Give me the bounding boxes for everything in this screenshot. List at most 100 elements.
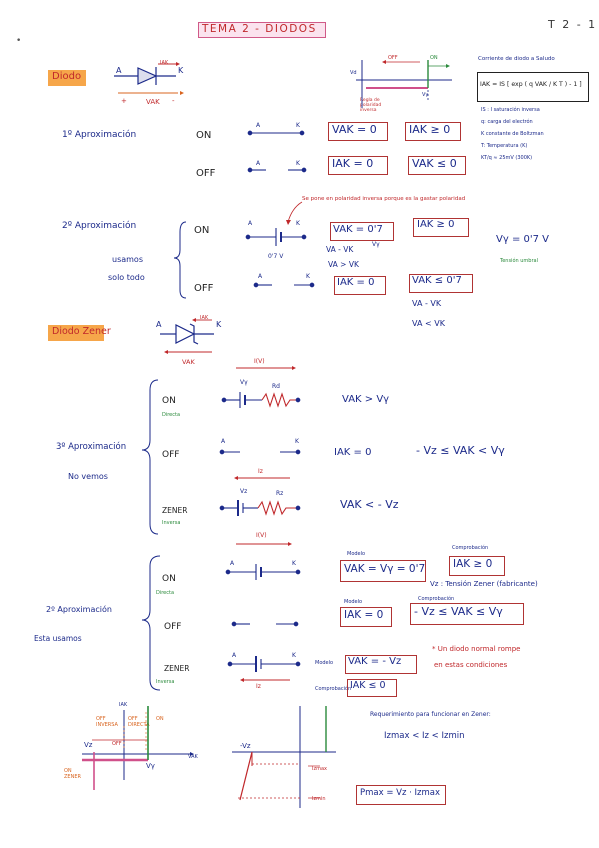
- aprox2z-usamos: Esta usamos: [34, 634, 82, 643]
- formula-note: q: carga del electrón: [481, 119, 533, 125]
- formula-box: [477, 72, 589, 102]
- aprox3-zener-eq: VAK < - Vz: [340, 498, 399, 511]
- aprox2-on-cathode: K: [296, 220, 300, 227]
- aprox2z-comprobacion-2: Comprobación: [418, 596, 455, 602]
- bottom-graph1-vak: VAK: [188, 754, 198, 760]
- bottom-graph1-vz: Vz: [84, 741, 93, 749]
- bottom-graph1-vy: Vγ: [146, 762, 155, 770]
- bottom-graph1: [82, 706, 194, 790]
- zener-highlight: [48, 325, 104, 341]
- zener-symbol: [160, 323, 214, 345]
- aprox2z-off-wire: [231, 621, 299, 627]
- aprox2z-brace: [141, 555, 161, 691]
- aprox2z-on-eq1: VAK = Vγ = 0'7: [344, 563, 426, 575]
- diodo-highlight: [48, 70, 86, 86]
- curve1-vy: Vγ: [422, 92, 429, 98]
- aprox3-on: ON: [162, 396, 176, 406]
- aprox3-inversa: Inversa: [162, 520, 181, 526]
- aprox2z-off-eq2: - Vz ≤ VAK ≤ Vγ: [414, 605, 503, 618]
- bullet-dot: •: [16, 36, 22, 46]
- aprox3-zener-circuit: [219, 500, 301, 516]
- aprox2z-on-box1: [340, 560, 426, 582]
- aprox2-brace: [173, 221, 187, 299]
- aprox2-off: OFF: [194, 283, 214, 294]
- aprox1-on-eq1: VAK = 0: [332, 123, 377, 136]
- bottom-req-title: Requerimiento para funcionar en Zener:: [370, 711, 491, 718]
- aprox2z-zener-circuit: [227, 656, 301, 672]
- diodo-cathode: K: [178, 66, 184, 75]
- aprox1-off-wire: [247, 167, 307, 173]
- aprox1-off-eq1: IAK = 0: [332, 157, 374, 170]
- aprox2z-on-anode: A: [230, 560, 235, 567]
- aprox3-rz: Rz: [276, 490, 284, 497]
- diodo-anode: A: [116, 66, 122, 75]
- aprox2-off-eq1: IAK = 0: [337, 277, 375, 288]
- page-title: TEMA 2 - DIODOS: [202, 23, 317, 35]
- bottom-off-inversa: OFF INVERSA: [96, 716, 118, 728]
- aprox3-no-vemos: No vemos: [68, 472, 108, 481]
- formula-note: IS : I saturación inversa: [481, 107, 540, 113]
- aprox1-label: 1º Aproximación: [62, 130, 137, 140]
- aprox2-on-vy: Vγ: [372, 241, 380, 248]
- aprox1-off: OFF: [196, 168, 216, 179]
- aprox3-off-eq1: IAK = 0: [334, 447, 372, 458]
- aprox2z-modelo-1: Modelo: [347, 551, 366, 557]
- aprox3-off: OFF: [162, 450, 180, 460]
- aprox2z-vz-note: Vz : Tensión Zener (fabricante): [430, 580, 538, 588]
- bottom-req-eq: Izmax < Iz < Izmin: [384, 731, 465, 741]
- bottom-graph1-iak: IAK: [119, 702, 128, 708]
- aprox3-zener: ZENER: [162, 506, 188, 515]
- aprox3-off-anode: A: [221, 438, 226, 445]
- formula-note: K constante de Boltzman: [481, 131, 544, 137]
- curve1-on: ON: [430, 55, 438, 61]
- bottom-on: ON: [156, 716, 164, 722]
- zener-cathode: K: [216, 320, 222, 329]
- diodo-current-label: IAK: [160, 60, 169, 66]
- aprox1-off-anode: A: [256, 160, 261, 167]
- svg-text:-: -: [172, 97, 175, 105]
- aprox2-on-anode: A: [248, 220, 253, 227]
- zener-heading: Diodo Zener: [52, 326, 111, 337]
- aprox2z-on-eq2: IAK ≥ 0: [453, 558, 493, 570]
- curve1-off: OFF: [388, 55, 398, 61]
- aprox3-iv: I(V): [254, 358, 265, 365]
- aprox1-on-anode: A: [256, 122, 261, 129]
- aprox3-on-eq: VAK > Vγ: [342, 394, 390, 405]
- aprox2z-comprobacion-3: Comprobación: [315, 686, 352, 692]
- aprox3-off-cathode: K: [295, 438, 299, 445]
- aprox2z-on-cathode: K: [292, 560, 296, 567]
- formula-equation: IAK = IS [ exp ( q VAK / K T ) - 1 ]: [480, 81, 582, 88]
- aprox2z-zener: ZENER: [164, 664, 190, 673]
- aprox2-on-eq1: VAK = 0'7: [333, 224, 383, 235]
- aprox1-on-wire: [247, 130, 305, 136]
- aprox2z-inversa: Inversa: [156, 679, 175, 685]
- zener-voltage-label: VAK: [182, 358, 195, 366]
- aprox2-v07: 0'7 V: [268, 253, 284, 260]
- diodo-symbol: [114, 67, 176, 85]
- aprox2z-iz: Iz: [256, 683, 261, 690]
- aprox2-off-circuit: [253, 282, 315, 288]
- aprox2-note: Se pone en polaridad inversa porque es l…: [302, 196, 466, 202]
- aprox2z-label: 2º Aproximación: [46, 605, 112, 614]
- aprox2z-zener-eq2: IAK ≤ 0: [350, 680, 386, 691]
- page-reference: T 2 - 1: [548, 18, 598, 31]
- bottom-off-directa: OFF DIRECTA: [128, 716, 150, 728]
- curve1-vd: Vd: [350, 70, 357, 76]
- zener-current-label: IAK: [200, 315, 209, 321]
- aprox1-on-box2: [405, 122, 461, 141]
- aprox3-on-circuit: [221, 392, 301, 408]
- aprox2-off-c1: VA - VK: [412, 299, 442, 308]
- bottom-pmax: Pmax = Vz · Izmax: [360, 788, 441, 798]
- zener-anode: A: [156, 320, 162, 329]
- aprox3-label: 3º Aproximación: [56, 442, 127, 452]
- bottom-graph2-neg-vz: -Vz: [240, 742, 251, 750]
- aprox2-off-anode: A: [258, 273, 263, 280]
- aprox2-off-box1: [334, 276, 386, 295]
- aprox2-label: 2º Aproximación: [62, 221, 137, 231]
- aprox2z-on-box2: [449, 556, 505, 576]
- aprox3-vz: Vz: [240, 488, 248, 495]
- aprox1-on-cathode: K: [296, 122, 300, 129]
- aprox2-off-eq2: VAK ≤ 0'7: [412, 275, 462, 286]
- aprox2z-comprobacion-1: Comprobación: [452, 545, 489, 551]
